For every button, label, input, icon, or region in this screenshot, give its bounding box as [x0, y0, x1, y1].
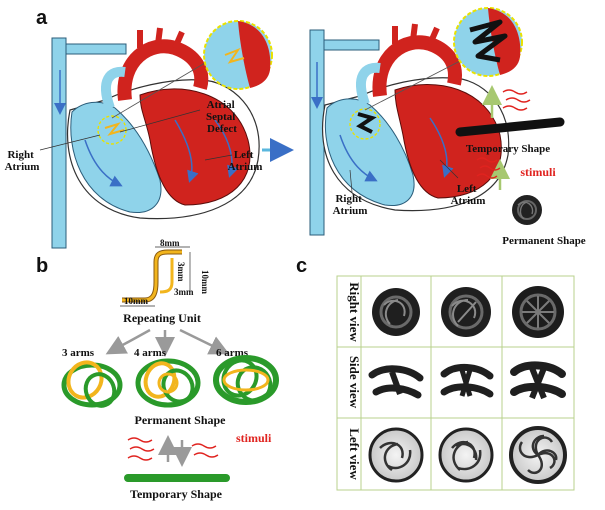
left-ra-line2: Atrium — [5, 161, 40, 173]
repeating-unit-label: Repeating Unit — [123, 311, 201, 325]
arms-label-4: 4 arms — [134, 347, 167, 359]
photo-side-view-3arms — [368, 365, 424, 399]
arms-label-3: 3 arms — [62, 347, 95, 359]
right-la-line2: Atrium — [451, 195, 486, 207]
device-4-arms — [135, 358, 201, 408]
photo-side-view-6arms — [510, 361, 566, 400]
photo-left-view-6arms — [509, 426, 567, 484]
asd-line2: Septal — [206, 111, 235, 123]
left-heart-right-atrium-label: Right Atrium — [5, 149, 40, 173]
left-la-line2: Atrium — [228, 161, 263, 173]
right-heart-illustration — [309, 7, 565, 236]
dim-3mm-lower: 3mm — [174, 287, 194, 297]
device-3-arms — [61, 360, 123, 408]
stimuli-label-a: stimuli — [520, 165, 556, 179]
temporary-shape-label-b: Temporary Shape — [130, 487, 223, 501]
left-la-line1: Left — [234, 149, 254, 161]
photo-side-view-4arms — [440, 364, 494, 398]
right-heart-left-atrium-label: Left Atrium — [451, 183, 486, 207]
permanent-shape-label-a: Permanent Shape — [502, 235, 586, 247]
right-la-line1: Left — [457, 183, 477, 195]
asd-line1: Atrial — [207, 99, 235, 111]
photo-left-view-3arms — [368, 427, 424, 483]
right-ra-line2: Atrium — [333, 205, 368, 217]
repeating-unit-drawing — [120, 246, 191, 307]
dim-10mm-bottom: 10mm — [124, 296, 148, 306]
right-ra-line1: Right — [335, 193, 362, 205]
row-label-right-view: Right view — [347, 282, 362, 342]
photo-left-view-4arms — [438, 427, 494, 483]
left-heart-left-atrium-label: Left Atrium — [228, 149, 263, 173]
panel-c-letter: c — [296, 255, 307, 277]
dim-8mm: 8mm — [160, 238, 180, 248]
panel-a-letter: a — [36, 7, 48, 29]
panel-b-letter: b — [36, 255, 48, 277]
dim-3mm-middle: 3mm — [176, 262, 186, 282]
asd-line3: Defect — [207, 123, 237, 135]
row-label-side-view: Side view — [347, 356, 362, 409]
permanent-shape-label-b: Permanent Shape — [135, 413, 227, 427]
left-ra-line1: Right — [7, 149, 34, 161]
right-heart-right-atrium-label: Right Atrium — [333, 193, 368, 217]
photo-right-view-4arms — [441, 287, 491, 337]
photo-right-view-6arms — [512, 286, 564, 338]
row-label-left-view: Left view — [347, 428, 362, 480]
dim-10mm-right: 10mm — [200, 270, 210, 294]
device-6-arms — [213, 355, 279, 405]
arrow-to-3arms — [105, 328, 151, 355]
stimuli-label-b: stimuli — [236, 431, 272, 445]
left-heart-illustration — [39, 20, 273, 249]
atrial-septal-defect-label: Atrial Septal Defect — [206, 99, 238, 135]
stimuli-transition-b — [124, 435, 230, 482]
temporary-shape-label-a: Temporary Shape — [466, 143, 550, 155]
photo-right-view-3arms — [372, 288, 420, 336]
arrow-to-6arms — [179, 328, 230, 355]
